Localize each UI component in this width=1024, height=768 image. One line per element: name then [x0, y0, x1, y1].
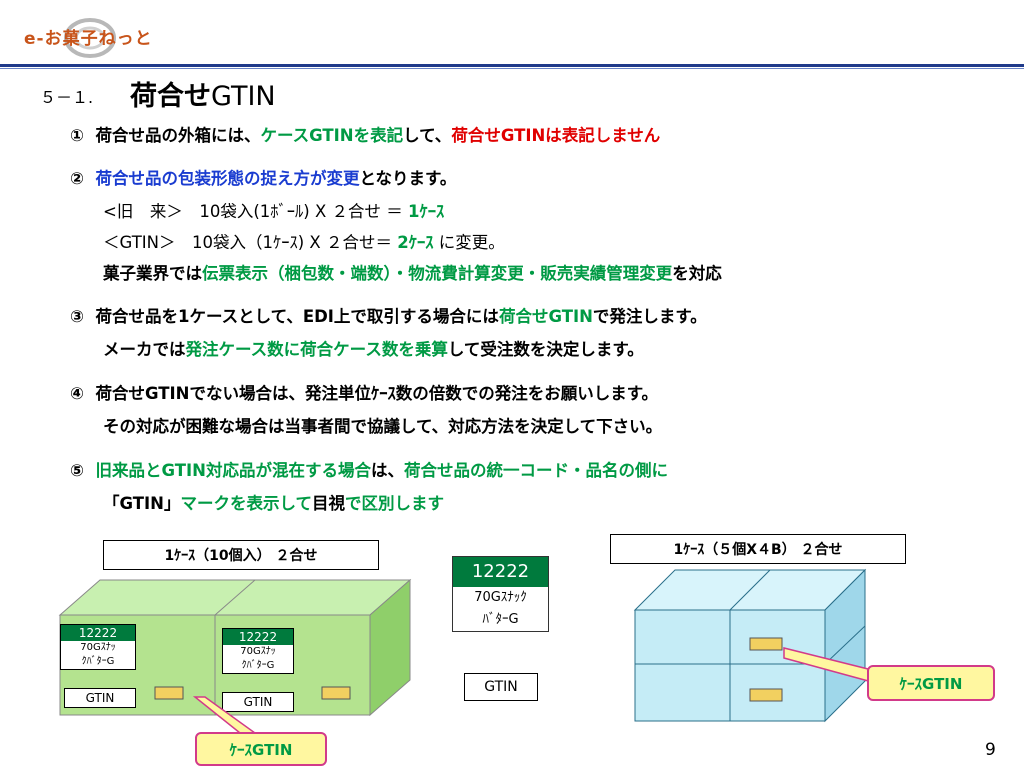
product-label: 12222 70Gｽﾅｯ ｸﾊﾞﾀｰG — [222, 628, 294, 674]
barcode-icon — [749, 637, 783, 651]
section-number: ５－１. — [40, 88, 94, 107]
case-gtin-callout: ｹｰｽGTIN — [867, 665, 995, 701]
item-3: ③ 荷合せ品を1ケースとして、EDI上で取引する場合には荷合せGTINで発注しま… — [70, 307, 707, 326]
right-case-box-illustration — [633, 568, 867, 723]
item-2-new: ＜GTIN＞ 10袋入（1ｹｰｽ) X ２合せ＝ 2ｹｰｽ に変更。 — [103, 233, 505, 252]
item-1: ① 荷合せ品の外箱には、ケースGTINを表記して、荷合せGTINは表記しません — [70, 126, 661, 145]
logo-text: e-お菓子ねっと — [24, 29, 153, 49]
item-4-line2: その対応が困難な場合は当事者間で協議して、対応方法を決定して下さい。 — [103, 417, 663, 436]
item-4: ④ 荷合せGTINでない場合は、発注単位ｹｰｽ数の倍数での発注をお願いします。 — [70, 384, 659, 403]
barcode-icon — [154, 686, 184, 700]
item-2: ② 荷合せ品の包装形態の捉え方が変更となります。 — [70, 169, 457, 188]
logo — [18, 18, 168, 60]
barcode-icon — [321, 686, 351, 700]
item-2-industry: 菓子業界では伝票表示（梱包数・端数）・物流費計算変更・販売実績管理変更を対応 — [103, 264, 722, 283]
gtin-mark: GTIN — [222, 692, 294, 712]
header-rule — [0, 64, 1024, 67]
case-gtin-callout: ｹｰｽGTIN — [195, 732, 327, 766]
right-case-title: 1ｹｰｽ（５個X４B） ２合せ — [610, 534, 906, 564]
item-3-line2: メーカでは発注ケース数に荷合ケース数を乗算して受注数を決定します。 — [103, 340, 644, 359]
item-2-old: <旧 来＞ 10袋入(1ﾎﾞｰﾙ) X ２合せ ＝ 1ｹｰｽ — [103, 202, 445, 221]
page-number: 9 — [985, 740, 996, 760]
barcode-icon — [749, 688, 783, 702]
item-5: ⑤ 旧来品とGTIN対応品が混在する場合は、荷合せ品の統一コード・品名の側に — [70, 461, 668, 480]
product-label-large: 12222 70Gｽﾅｯｸ ﾊﾞﾀｰG — [452, 556, 549, 632]
page-title: 荷合せGTIN — [130, 81, 276, 112]
item-5-line2: 「GTIN」マークを表示して目視で区別します — [103, 494, 444, 513]
left-case-title: 1ｹｰｽ（10個入） ２合せ — [103, 540, 379, 570]
header-rule-thin — [0, 68, 1024, 69]
product-label: 12222 70Gｽﾅｯ ｸﾊﾞﾀｰG — [60, 624, 136, 670]
logo-swirl-icon — [64, 18, 116, 58]
gtin-mark-center: GTIN — [464, 673, 538, 701]
gtin-mark: GTIN — [64, 688, 136, 708]
